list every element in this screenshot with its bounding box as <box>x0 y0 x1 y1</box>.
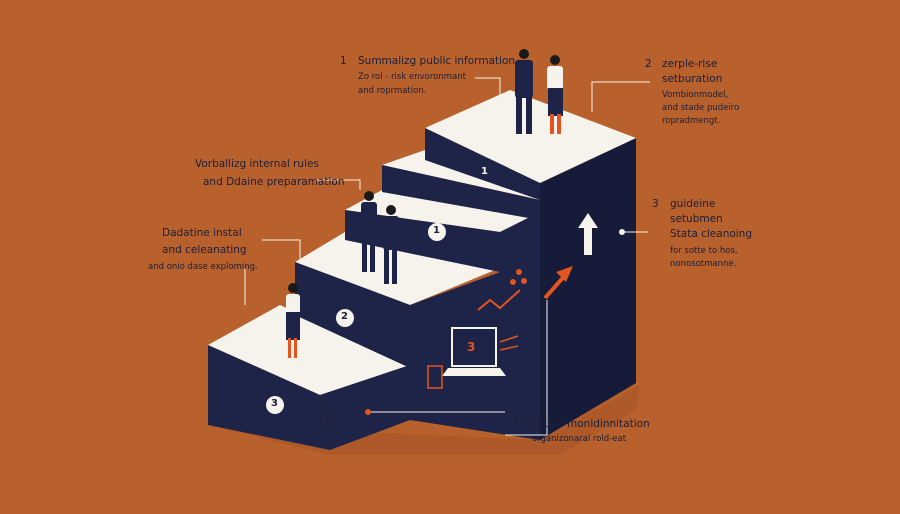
label-line: nonosotmanne. <box>670 259 737 269</box>
step-2-top <box>295 232 500 305</box>
staircase-side-face <box>540 138 636 440</box>
person-man-middle-2 <box>383 205 399 284</box>
label-title: soupe monldinnitation <box>532 418 650 430</box>
trend-arrow-head-icon <box>556 266 573 282</box>
step-number-1: 3 <box>271 398 278 409</box>
step-3-top <box>345 190 540 232</box>
label-title: Vorballizg internal rules <box>195 158 319 170</box>
label-line: ropradmengt. <box>662 116 721 126</box>
label-number: 1 <box>340 55 347 67</box>
step-number-4: 1 <box>481 166 488 177</box>
top-platform-front <box>425 128 540 200</box>
label-line: and celeanating <box>162 244 247 256</box>
laptop-base-icon <box>442 368 506 376</box>
label-line: and stade pudeiro <box>662 103 740 113</box>
label-line: for sotte to hos, <box>670 246 738 256</box>
label-line: organizonaral rold-eat <box>532 434 627 444</box>
label-line: Zo rol - risk envoronmant <box>358 72 466 82</box>
ui-line <box>499 345 519 351</box>
step-1-riser <box>320 365 410 450</box>
leader-line <box>591 81 650 112</box>
step-number-circle-2 <box>336 309 354 327</box>
step-4-top <box>382 150 540 200</box>
label-line: setubmen <box>670 213 723 225</box>
label-title: Dadatine instal <box>162 227 242 239</box>
leader-dot <box>365 409 371 415</box>
step-4-front <box>382 165 540 220</box>
chart-line-icon <box>477 289 521 311</box>
label-line: Stata cleanoing <box>670 228 753 240</box>
label-line: and onio dase exploming. <box>148 262 258 272</box>
label-line: Vombionmodel, <box>662 90 729 100</box>
accent-dot <box>510 279 516 285</box>
label-number: 2 <box>645 58 652 70</box>
label-title: zerple-rise <box>662 58 718 70</box>
leader-line <box>475 77 501 95</box>
ui-line <box>499 335 519 343</box>
leader-line <box>505 300 548 436</box>
step-number-2: 2 <box>341 311 348 322</box>
label-number: 3 <box>652 198 659 210</box>
leader-dot <box>619 229 625 235</box>
leader-line <box>315 179 361 190</box>
label-line: and roprmation. <box>358 86 427 96</box>
label-title: Summalizg public information <box>358 55 516 67</box>
accent-dot <box>516 269 522 275</box>
top-platform <box>425 90 636 183</box>
step-number-circle-3 <box>428 223 446 241</box>
laptop-screen-number: 3 <box>467 340 476 354</box>
person-woman-top <box>547 55 563 134</box>
label-line: and Ddaine preparamation <box>203 176 345 188</box>
laptop-screen-icon <box>451 327 497 367</box>
up-arrow-icon <box>578 213 598 255</box>
label-line: setburation <box>662 73 723 85</box>
step-1-front <box>208 345 330 450</box>
label-number: 3 <box>512 418 519 430</box>
person-man-middle-1 <box>361 191 377 272</box>
accent-dot <box>521 278 527 284</box>
step-number-circle-1 <box>266 396 284 414</box>
label-title: guideine <box>670 198 716 210</box>
step-1-top <box>208 305 410 395</box>
leader-line <box>262 239 301 262</box>
monitor-icon <box>427 365 443 389</box>
person-woman-lower <box>286 283 300 358</box>
step-number-3: 1 <box>433 225 440 236</box>
person-man-top <box>515 49 533 134</box>
